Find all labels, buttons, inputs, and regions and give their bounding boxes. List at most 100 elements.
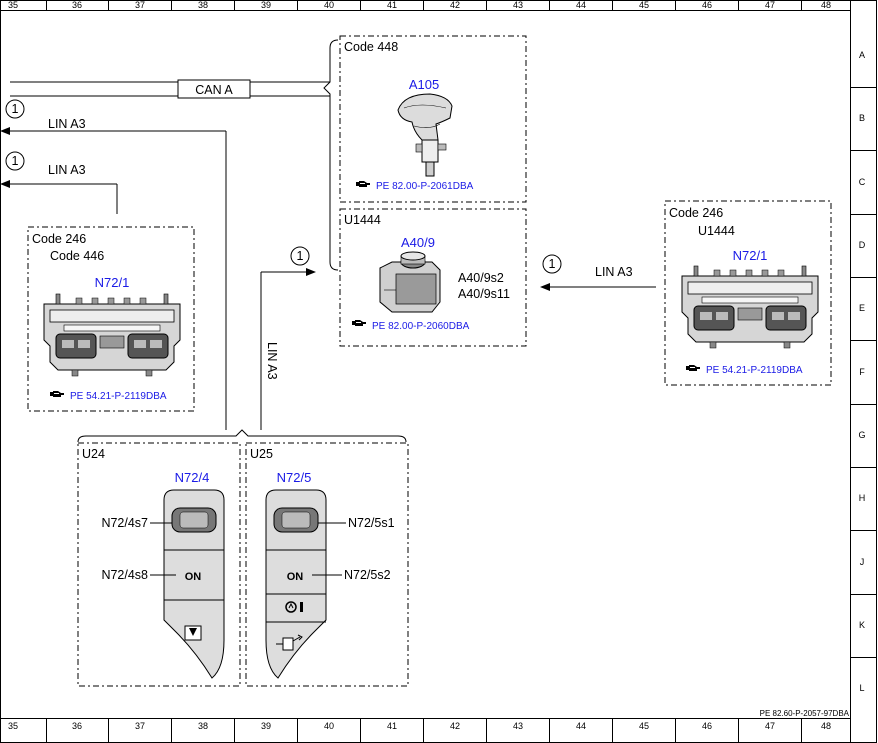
connector-marker-label: 1 (12, 154, 19, 168)
module-code-label: Code 246 (32, 232, 86, 246)
column-ruler-bottom: 35 36 37 38 39 40 41 42 43 44 45 46 47 4… (8, 719, 831, 743)
col-label-35: 35 (8, 721, 18, 731)
module-u24: U24 N72/4 ON N72/4s7 N72/4s8 (77, 442, 241, 687)
connector-marker-label: 1 (12, 102, 19, 116)
connector-marker-label: 1 (549, 257, 556, 271)
col-label-41: 41 (387, 721, 397, 731)
lin-line-1: 1 LIN A3 (0, 99, 227, 430)
hand-pointer-icon (356, 181, 370, 187)
col-label-48: 48 (821, 721, 831, 731)
component-label: N72/5 (277, 470, 312, 485)
switch-label: A40/9s2 (458, 271, 504, 285)
row-label-d: D (859, 240, 866, 250)
row-label-f: F (859, 367, 865, 377)
control-knob (379, 251, 441, 313)
row-label-g: G (858, 430, 865, 440)
reference-link[interactable]: PE 54.21-P-2119DBA (70, 391, 167, 402)
seat-massage-icon (184, 625, 202, 641)
component-label: N72/1 (95, 275, 130, 290)
connector-marker (542, 254, 562, 274)
col-label-40: 40 (324, 0, 334, 10)
connector-marker (290, 246, 310, 266)
row-label-k: K (859, 620, 865, 630)
on-button-label: ON (287, 571, 304, 583)
group-brace (323, 39, 339, 271)
module-code-label: Code 246 (669, 206, 723, 220)
row-label-a: A (859, 50, 865, 60)
col-label-38: 38 (198, 721, 208, 731)
component-label: A40/9 (401, 235, 435, 250)
module-u1444: U1444 A40/9 A40/9s2 A40/9s11 PE 82.00-P-… (339, 208, 527, 347)
seat-belt-icon (276, 634, 303, 651)
row-label-h: H (859, 493, 866, 503)
col-label-40: 40 (324, 721, 334, 731)
column-ruler-top: 35 36 37 38 39 40 41 42 43 44 45 46 47 4… (8, 0, 831, 10)
hand-pointer-icon (50, 391, 64, 397)
connector-marker (5, 151, 25, 171)
switch-panel (681, 265, 819, 349)
module-left-n72-1: Code 246 Code 446 N72/1 PE 54.21-P-2119D… (27, 226, 195, 412)
col-label-39: 39 (261, 721, 271, 731)
headlamp-icon (285, 601, 303, 613)
col-label-47: 47 (765, 721, 775, 731)
component-label: N72/4 (175, 470, 210, 485)
col-label-39: 39 (261, 0, 271, 10)
lin-line-right: 1 LIN A3 (540, 254, 656, 291)
row-label-c: C (859, 177, 866, 187)
col-label-44: 44 (576, 721, 586, 731)
col-label-38: 38 (198, 0, 208, 10)
switch-label: A40/9s11 (458, 287, 510, 301)
reference-link[interactable]: PE 54.21-P-2119DBA (706, 365, 803, 376)
row-label-j: J (860, 557, 865, 567)
module-code-label: Code 446 (50, 249, 104, 263)
row-label-b: B (859, 113, 865, 123)
reference-link[interactable]: PE 82.00-P-2061DBA (376, 181, 474, 192)
col-label-35: 35 (8, 0, 18, 10)
gear-selector-lever (397, 93, 453, 177)
module-code-label: U24 (82, 447, 105, 461)
col-label-44: 44 (576, 0, 586, 10)
switch-panel: ON (265, 489, 327, 679)
col-label-47: 47 (765, 0, 775, 10)
lin-label: LIN A3 (48, 117, 86, 131)
document-reference: PE 82.60-P-2057-97DBA (760, 709, 850, 718)
col-label-42: 42 (450, 721, 460, 731)
lin-label: LIN A3 (48, 163, 86, 177)
lin-line-vertical: 1 LIN A3 (260, 246, 316, 430)
module-u25: U25 N72/5 ON N72/5s1 N72/5s2 (245, 442, 409, 687)
component-label: A105 (409, 77, 439, 92)
switch-label: N72/5s1 (348, 516, 395, 530)
col-label-45: 45 (639, 0, 649, 10)
lin-label-vertical: LIN A3 (265, 342, 279, 380)
module-code-label: U1444 (698, 224, 735, 238)
reference-link[interactable]: PE 82.00-P-2060DBA (372, 321, 470, 332)
module-code-label: U1444 (344, 213, 381, 227)
switch-panel (43, 293, 181, 377)
hand-pointer-icon (686, 365, 700, 371)
switch-panel: ON (163, 489, 225, 679)
connector-marker (5, 99, 25, 119)
module-code-448: Code 448 A105 PE 82.00-P-2061DBA (339, 35, 527, 203)
col-label-36: 36 (72, 721, 82, 731)
connector-marker-label: 1 (297, 249, 304, 263)
module-code-label: U25 (250, 447, 273, 461)
col-label-43: 43 (513, 0, 523, 10)
row-label-l: L (859, 683, 864, 693)
col-label-36: 36 (72, 0, 82, 10)
lin-label: LIN A3 (595, 265, 633, 279)
col-label-41: 41 (387, 0, 397, 10)
can-bus-label: CAN A (195, 83, 233, 97)
hand-pointer-icon (352, 320, 366, 326)
switch-label: N72/5s2 (344, 568, 391, 582)
col-label-46: 46 (702, 0, 712, 10)
col-label-37: 37 (135, 721, 145, 731)
module-right-n72-1: Code 246 U1444 N72/1 PE 54.21-P-2119DBA (664, 200, 832, 386)
module-code-label: Code 448 (344, 40, 398, 54)
can-bus: CAN A (10, 79, 330, 99)
group-brace (77, 429, 407, 443)
switch-label: N72/4s7 (101, 516, 148, 530)
col-label-43: 43 (513, 721, 523, 731)
component-label: N72/1 (733, 248, 768, 263)
col-label-45: 45 (639, 721, 649, 731)
